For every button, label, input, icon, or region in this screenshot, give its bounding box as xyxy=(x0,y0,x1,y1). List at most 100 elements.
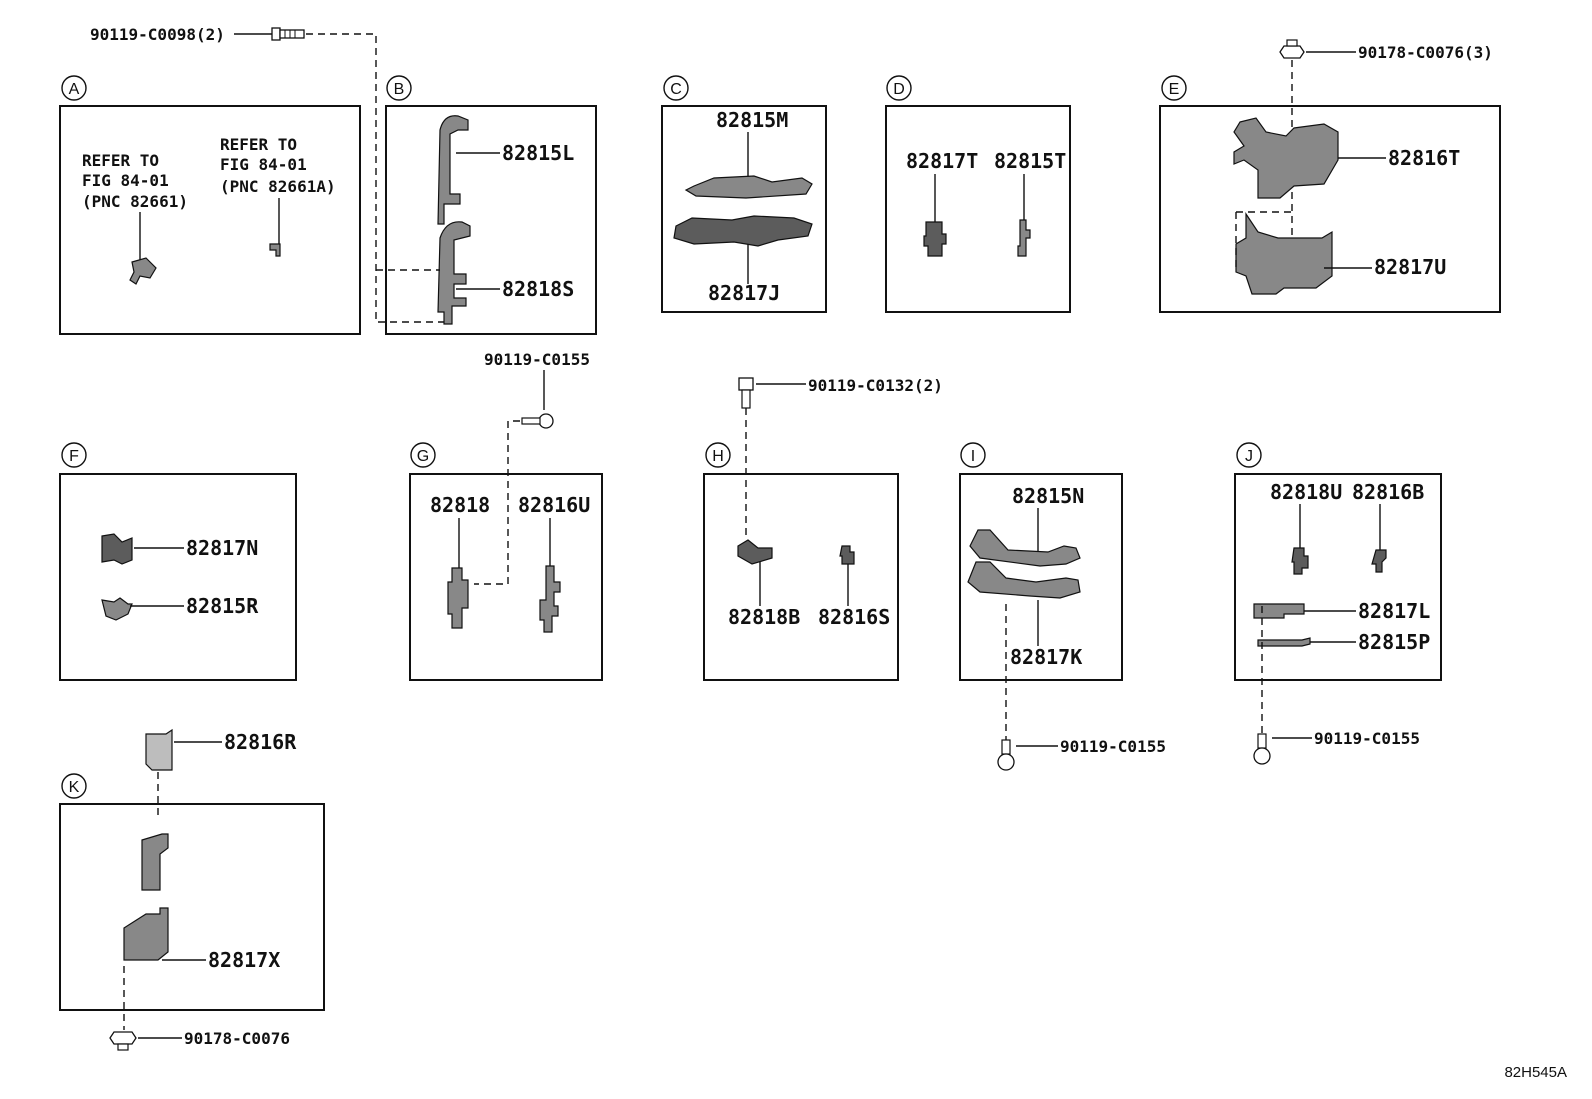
section-h-letter: H xyxy=(712,448,724,465)
part-82815n-shape xyxy=(969,529,1081,567)
section-d: D 82817T 82815T xyxy=(885,75,1071,313)
fastener-90178-c0076-label: 90178-C0076 xyxy=(184,1029,290,1048)
part-82816b-label: 82816B xyxy=(1352,480,1424,504)
part-82816r-label: 82816R xyxy=(224,730,297,754)
part-82816t-label: 82816T xyxy=(1388,146,1460,170)
diagram-code: 82H545A xyxy=(1504,1064,1567,1081)
part-82817j-shape xyxy=(673,215,813,247)
part-82661a-shape xyxy=(269,243,281,257)
part-82818b-shape xyxy=(737,539,773,565)
section-i: I 82815N 82817K 90119-C0155 xyxy=(959,442,1166,771)
section-a-ref1-line1: REFER TO xyxy=(82,151,159,170)
part-82815l-label: 82815L xyxy=(502,141,574,165)
part-82661-shape xyxy=(129,257,157,285)
section-b-box xyxy=(385,105,597,335)
section-a-ref2-line1: REFER TO xyxy=(220,135,297,154)
part-82818s-shape xyxy=(437,221,471,325)
section-f: F 82817N 82815R xyxy=(59,442,297,681)
part-82815p-shape xyxy=(1257,637,1311,647)
part-82817x-label: 82817X xyxy=(208,948,280,972)
part-82815l-shape xyxy=(437,115,469,225)
part-82815t-label: 82815T xyxy=(994,149,1066,173)
part-82817k-label: 82817K xyxy=(1010,645,1082,669)
part-82815r-shape xyxy=(101,597,133,621)
part-82817u-label: 82817U xyxy=(1374,255,1446,279)
section-k-letter: K xyxy=(69,779,80,796)
section-h: 90119-C0132(2) H 82818B 82816S xyxy=(703,376,943,681)
section-a-ref2-line3: (PNC 82661A) xyxy=(220,177,336,196)
section-e: E 90178-C0076(3) 82816T 82817U xyxy=(1159,39,1501,313)
part-82817t-label: 82817T xyxy=(906,149,978,173)
section-b-letter: B xyxy=(394,81,405,98)
section-j: J 82818U 82816B 82817L 82815P 90119-C015… xyxy=(1234,442,1442,765)
part-82816t-shape xyxy=(1233,117,1339,199)
part-82816s-shape xyxy=(839,545,855,565)
part-82815n-label: 82815N xyxy=(1012,484,1084,508)
part-82815m-label: 82815M xyxy=(716,108,788,132)
part-82815t-shape xyxy=(1017,219,1031,257)
section-c: C 82815M 82817J xyxy=(661,75,827,313)
part-82817l-shape xyxy=(1253,603,1305,619)
section-e-box xyxy=(1159,105,1501,313)
part-82817n-label: 82817N xyxy=(186,536,258,560)
part-82815r-label: 82815R xyxy=(186,594,259,618)
screw-icon xyxy=(1253,733,1271,765)
fastener-j-90119-c0155-label: 90119-C0155 xyxy=(1314,729,1420,748)
part-82817t-shape xyxy=(923,221,947,257)
section-f-box xyxy=(59,473,297,681)
section-i-box xyxy=(959,473,1123,681)
section-h-box xyxy=(703,473,899,681)
part-82816u-shape xyxy=(539,565,561,633)
nut-icon xyxy=(109,1031,137,1051)
section-k-box xyxy=(59,803,325,1011)
part-82818u-label: 82818U xyxy=(1270,480,1342,504)
fastener-90119-c0098-label: 90119-C0098(2) xyxy=(90,25,225,44)
fastener-g-90119-c0155-label: 90119-C0155 xyxy=(484,350,590,369)
bolt-icon xyxy=(738,377,754,409)
section-k: 82816R K 82817X 90178-C0076 xyxy=(59,728,325,1051)
screw-icon xyxy=(521,413,554,429)
section-f-letter: F xyxy=(69,448,79,465)
nut-icon xyxy=(1279,39,1305,59)
part-82818s-label: 82818S xyxy=(502,277,574,301)
section-j-letter: J xyxy=(1245,448,1253,465)
section-g: 90119-C0155 G 82818 82816U xyxy=(409,350,603,681)
part-82816b-shape xyxy=(1371,549,1387,573)
part-82817l-label: 82817L xyxy=(1358,599,1430,623)
part-82817k-shape xyxy=(967,561,1081,599)
part-82817x-upper-shape xyxy=(141,833,169,891)
part-82818u-shape xyxy=(1291,547,1309,575)
section-d-letter: D xyxy=(893,81,905,98)
fastener-top-left: 90119-C0098(2) xyxy=(90,25,450,323)
section-a-box xyxy=(59,105,361,335)
section-a-ref2-line2: FIG 84-01 xyxy=(220,155,307,174)
bolt-icon xyxy=(271,27,305,41)
part-82817x-shape xyxy=(123,907,169,961)
fastener-90178-c0076-3-label: 90178-C0076(3) xyxy=(1358,43,1493,62)
part-82815m-shape xyxy=(684,175,813,199)
part-82816r-shape xyxy=(145,728,173,771)
section-d-box xyxy=(885,105,1071,313)
section-a-ref1-line3: (PNC 82661) xyxy=(82,192,188,211)
part-82818-shape xyxy=(447,567,469,629)
section-a: A REFER TO FIG 84-01 (PNC 82661) REFER T… xyxy=(59,75,361,335)
part-82817u-shape xyxy=(1235,212,1333,295)
section-g-letter: G xyxy=(417,448,429,465)
section-a-ref1-line2: FIG 84-01 xyxy=(82,171,169,190)
part-82818-label: 82818 xyxy=(430,493,490,517)
part-82818b-label: 82818B xyxy=(728,605,800,629)
section-j-box xyxy=(1234,473,1442,681)
section-c-letter: C xyxy=(670,81,682,98)
part-82816s-label: 82816S xyxy=(818,605,890,629)
section-c-box xyxy=(661,105,827,313)
section-g-box xyxy=(409,473,603,681)
section-e-letter: E xyxy=(1169,81,1180,98)
part-82815p-label: 82815P xyxy=(1358,630,1430,654)
fastener-90119-c0132-label: 90119-C0132(2) xyxy=(808,376,943,395)
fastener-i-90119-c0155-label: 90119-C0155 xyxy=(1060,737,1166,756)
section-b: B 82815L 82818S xyxy=(376,75,597,335)
part-82817n-shape xyxy=(101,533,133,565)
part-82817j-label: 82817J xyxy=(708,281,780,305)
section-a-letter: A xyxy=(69,81,80,98)
